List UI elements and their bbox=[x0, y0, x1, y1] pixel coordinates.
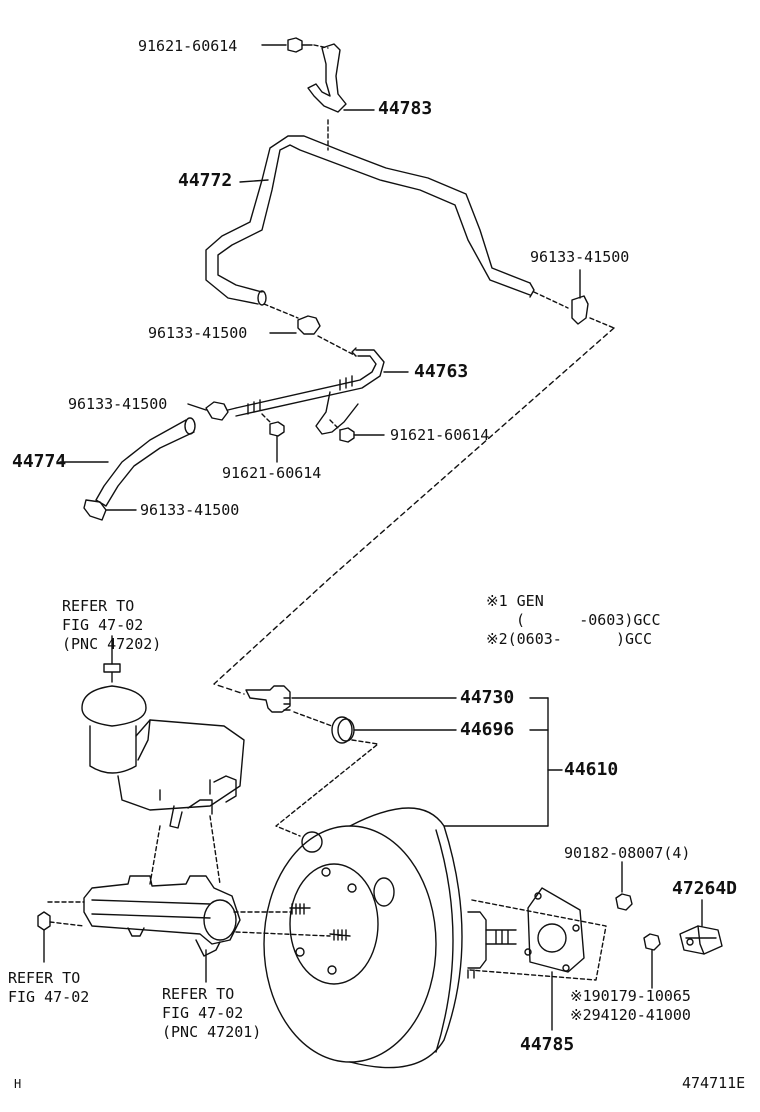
label-91621-60614-low: 91621-60614 bbox=[222, 464, 322, 482]
label-44763: 44763 bbox=[414, 361, 469, 382]
label-91621-60614-top: 91621-60614 bbox=[138, 37, 238, 55]
dashed-reservoir bbox=[149, 815, 221, 885]
label-96133-41500-right: 96133-41500 bbox=[530, 248, 630, 266]
check-valve-44730 bbox=[245, 685, 457, 713]
ref-reservoir-line2: FIG 47-02 bbox=[62, 616, 144, 634]
ref-nut-line1: REFER TO bbox=[8, 969, 81, 987]
ref-master-line1: REFER TO bbox=[162, 985, 235, 1003]
master-cylinder bbox=[47, 875, 331, 983]
nut-90182 bbox=[615, 861, 633, 911]
hose-44774 bbox=[59, 417, 196, 507]
reservoir bbox=[81, 635, 245, 829]
clamp-96133-bottom bbox=[83, 499, 137, 521]
ref-master-line3: (PNC 47201) bbox=[162, 1023, 262, 1041]
ref-reservoir-line3: (PNC 47202) bbox=[62, 635, 162, 653]
brake-booster bbox=[263, 807, 517, 1069]
callout-44610 bbox=[443, 697, 563, 827]
ref-master-line2: FIG 47-02 bbox=[162, 1004, 244, 1022]
note-line3: ※2(0603- )GCC bbox=[486, 630, 653, 648]
label-44730: 44730 bbox=[460, 687, 515, 708]
label-90182-08007: 90182-08007(4) bbox=[564, 844, 691, 862]
label-96133-41500-mid: 96133-41500 bbox=[148, 324, 248, 342]
label-96133-41500-bottom: 96133-41500 bbox=[140, 501, 240, 519]
ref-reservoir-line1: REFER TO bbox=[62, 597, 135, 615]
bolt-91621-top bbox=[261, 37, 329, 53]
footer-figure-id: 474711E bbox=[682, 1074, 746, 1092]
label-44610: 44610 bbox=[564, 759, 619, 780]
clamp-96133-right bbox=[533, 269, 615, 329]
clamp-96133-left bbox=[187, 401, 237, 421]
ref-nut-line2: FIG 47-02 bbox=[8, 988, 90, 1006]
bolt-91621-mid bbox=[329, 419, 385, 443]
clamp-96133-mid bbox=[263, 303, 357, 357]
nut-left bbox=[37, 911, 51, 963]
hose-44772 bbox=[205, 135, 535, 306]
pipe-44763 bbox=[235, 347, 409, 435]
gasket-44785 bbox=[469, 887, 607, 1031]
label-96133-41500-left: 96133-41500 bbox=[68, 395, 168, 413]
bolt-91621-low bbox=[261, 413, 285, 463]
bracket-44783 bbox=[307, 43, 375, 151]
nut-lower-right bbox=[643, 933, 661, 989]
label-44774: 44774 bbox=[12, 451, 67, 472]
dashed-guide-long bbox=[213, 327, 615, 695]
label-44696: 44696 bbox=[460, 719, 515, 740]
label-44785: 44785 bbox=[520, 1034, 575, 1055]
footer-left-code: H bbox=[14, 1077, 22, 1091]
note-line1: ※1 GEN bbox=[486, 592, 544, 610]
note-line2: ( -0603)GCC bbox=[516, 611, 661, 629]
grommet-44696 bbox=[275, 711, 457, 837]
label-190179-10065: ※190179-10065 bbox=[570, 987, 691, 1005]
label-44772: 44772 bbox=[178, 170, 233, 191]
label-44783: 44783 bbox=[378, 98, 433, 119]
clevis-47264D bbox=[679, 899, 723, 955]
label-294120-41000: ※294120-41000 bbox=[570, 1006, 691, 1024]
label-91621-60614-mid: 91621-60614 bbox=[390, 426, 490, 444]
label-47264D: 47264D bbox=[672, 878, 738, 899]
